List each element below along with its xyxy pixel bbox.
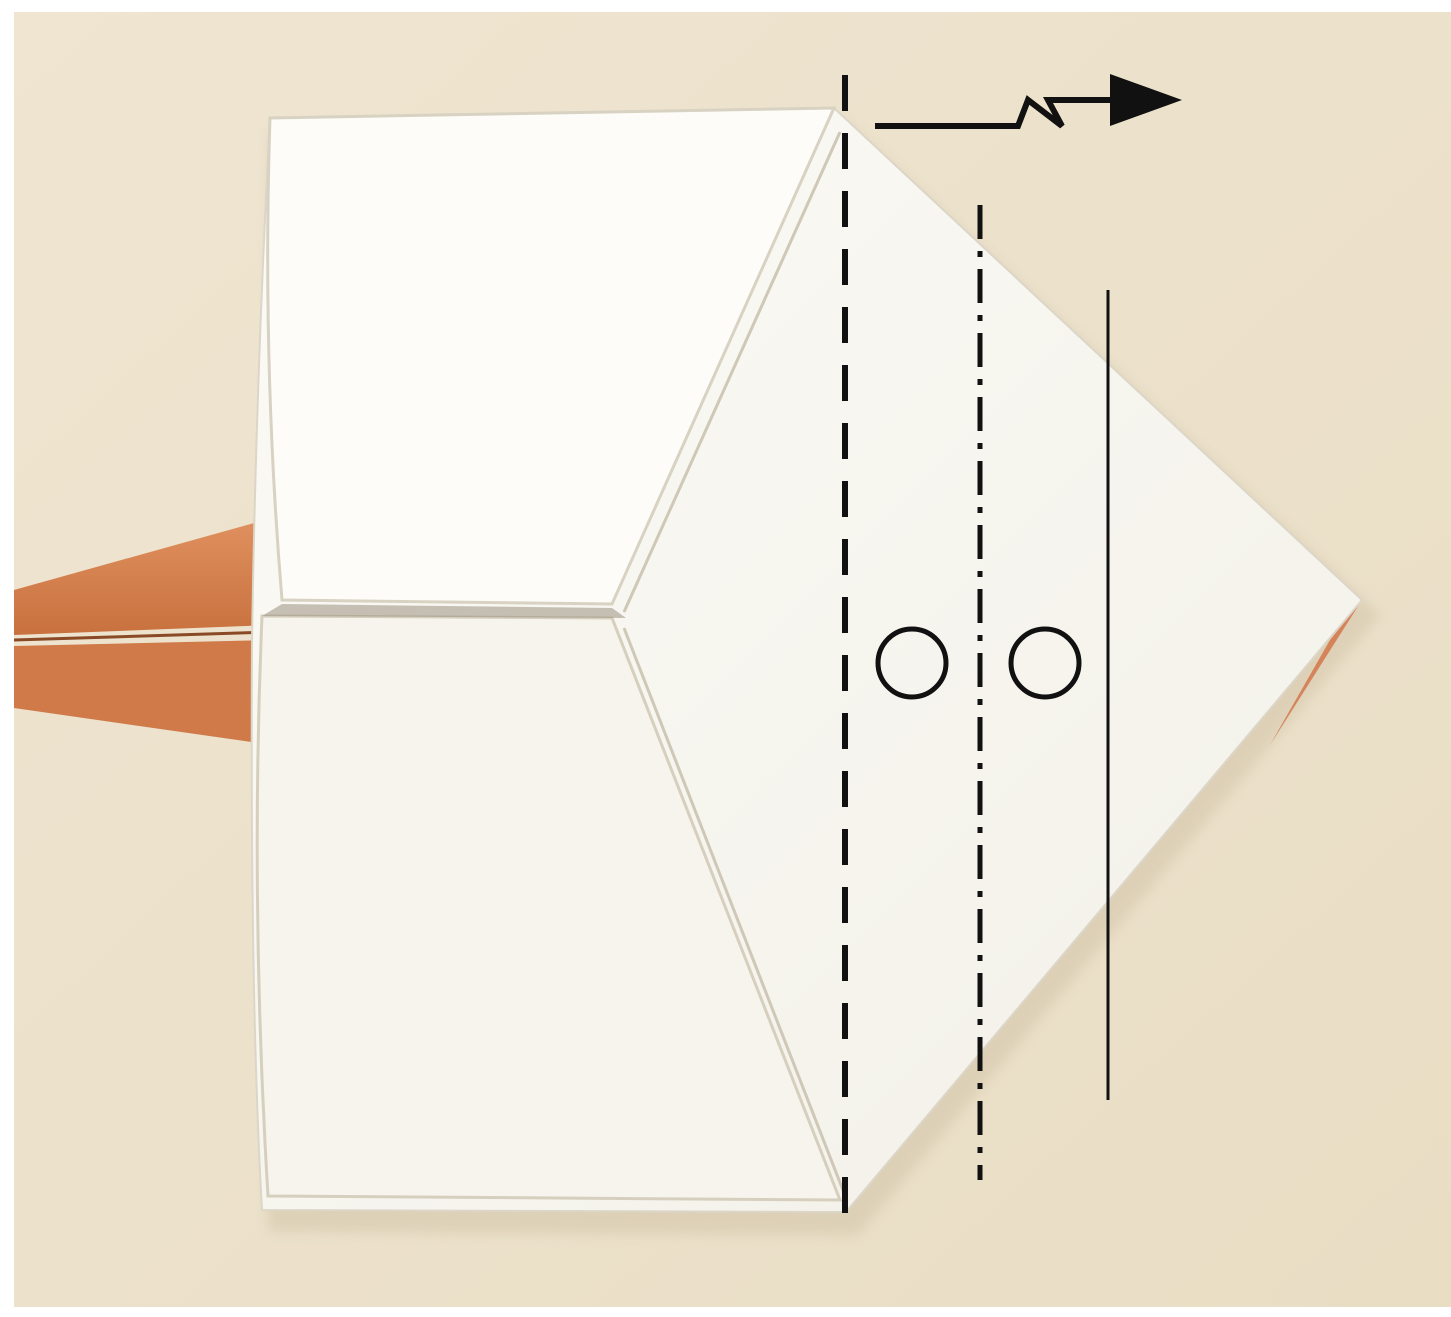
scan-border-bottom — [0, 1307, 1451, 1317]
scan-border-left — [0, 0, 14, 1317]
scan-border-top — [0, 0, 1451, 12]
